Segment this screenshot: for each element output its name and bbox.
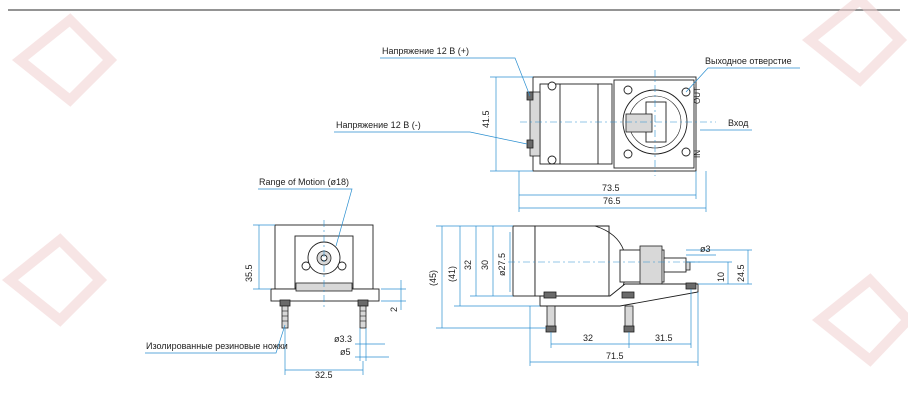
top-view: OUT IN 41.5 73.5 76.5 Напряжение 12 В (+… xyxy=(334,46,800,212)
front-view: Range of Motion (ø18) 35.5 2 ø3.3 ø5 32.… xyxy=(145,177,406,380)
callout-range-of-motion: Range of Motion (ø18) xyxy=(259,177,349,187)
dim-side-body: (41) xyxy=(447,266,457,282)
watermark-logo-right xyxy=(801,0,908,367)
dim-front-foot-outer: ø5 xyxy=(340,347,351,357)
top-view-motor xyxy=(539,83,613,165)
dim-side-port-height: 10 xyxy=(716,272,726,282)
side-view-motor xyxy=(534,225,610,297)
dim-front-height: 35.5 xyxy=(244,264,254,282)
dim-side-32: 32 xyxy=(463,260,473,270)
dim-top-height: 41.5 xyxy=(481,110,491,128)
dim-side-length: 71.5 xyxy=(606,351,624,361)
dim-side-feet-a: 32 xyxy=(583,333,593,343)
callout-voltage-plus: Напряжение 12 В (+) xyxy=(382,46,469,56)
port-in-label: IN xyxy=(693,150,702,158)
front-feet xyxy=(279,299,369,329)
dim-front-plate: 2 xyxy=(389,307,399,312)
callout-voltage-minus: Напряжение 12 В (-) xyxy=(336,120,421,130)
dim-side-30: 30 xyxy=(480,260,490,270)
callout-outlet: Выходное отверстие xyxy=(705,56,792,66)
dim-side-port-top: 24.5 xyxy=(736,264,746,282)
callout-rubber-feet: Изолированные резиновые ножки xyxy=(146,341,288,351)
callout-inlet: Вход xyxy=(728,118,749,128)
dim-side-motor-dia: ø27.5 xyxy=(497,253,507,276)
dim-side-feet-b: 31.5 xyxy=(655,333,673,343)
watermark-logo-left xyxy=(1,13,118,327)
side-view: (45) (41) 32 30 ø27.5 ø3 10 24.5 32 31.5… xyxy=(428,225,752,366)
dim-top-width-outer: 76.5 xyxy=(603,196,621,206)
dim-top-width-inner: 73.5 xyxy=(602,183,620,193)
dim-front-foot-inner: ø3.3 xyxy=(334,334,352,344)
dim-side-port-dia: ø3 xyxy=(700,244,711,254)
dim-front-foot-spacing: 32.5 xyxy=(315,370,333,380)
side-feet xyxy=(543,282,697,333)
watermark xyxy=(1,0,908,367)
dim-side-overall: (45) xyxy=(428,270,438,286)
port-out-label: OUT xyxy=(693,87,702,104)
side-view-motor-cap xyxy=(512,225,536,297)
